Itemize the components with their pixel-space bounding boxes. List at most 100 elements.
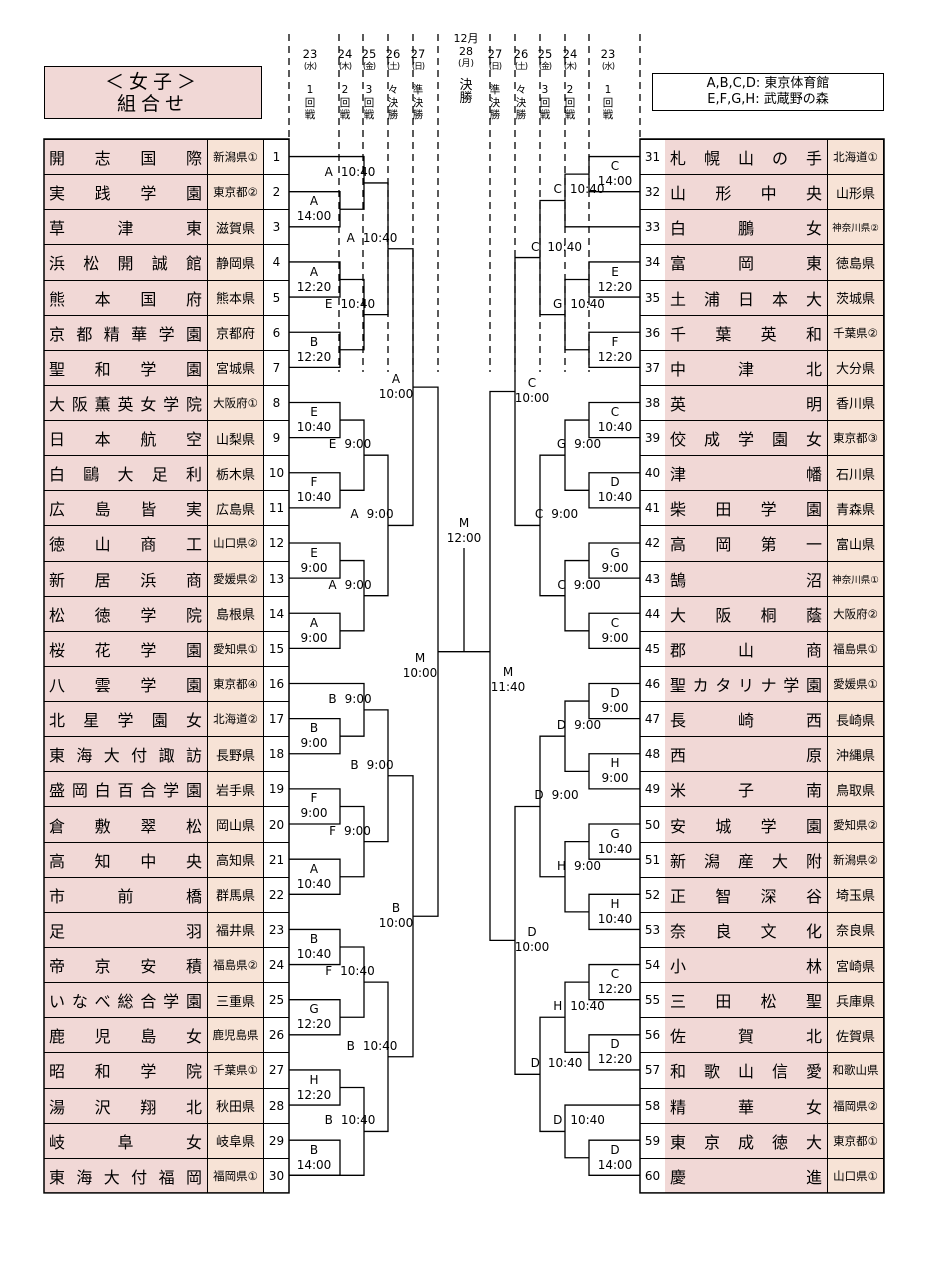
school-char: 島 bbox=[94, 500, 111, 520]
school-char: 佐 bbox=[670, 1027, 687, 1047]
right-header-round-char: 戦 bbox=[564, 109, 576, 121]
left-team-number: 12 bbox=[264, 525, 289, 561]
right-header-weekday-3: (木) bbox=[563, 62, 577, 72]
right-team-prefecture: 長崎県 bbox=[827, 701, 884, 737]
left-header-round-char: 勝 bbox=[387, 109, 399, 121]
school-char: 田 bbox=[715, 992, 732, 1012]
school-char: 浜 bbox=[49, 254, 66, 274]
match-time: 10:00 bbox=[378, 387, 414, 402]
left-team-number: 18 bbox=[264, 736, 289, 772]
left-header-weekday-0: (水) bbox=[303, 62, 317, 72]
left-team-prefecture: 三重県 bbox=[207, 982, 264, 1018]
school-char: 子 bbox=[737, 781, 754, 801]
right-team-prefecture: 沖縄県 bbox=[827, 736, 884, 772]
school-char: 松 bbox=[185, 816, 202, 836]
right-r1-bracket bbox=[588, 963, 640, 1001]
final-weekday: (月) bbox=[457, 59, 475, 69]
match-time: 12:20 bbox=[296, 1017, 332, 1032]
school-char: 園 bbox=[185, 324, 202, 344]
school-char: 学 bbox=[783, 676, 800, 695]
left-team-prefecture: 東京都④ bbox=[207, 665, 264, 702]
left-header-weekday-3: (土) bbox=[386, 62, 400, 72]
match-time: 10:40 bbox=[296, 420, 332, 435]
right-round-header-0: 27(日)準決勝 bbox=[480, 48, 510, 122]
school-char: 英 bbox=[117, 394, 134, 414]
left-team-number: 8 bbox=[264, 384, 289, 421]
right-header-round-char: 々 bbox=[515, 84, 527, 96]
match-court: E bbox=[310, 545, 318, 560]
match-court: H bbox=[553, 999, 563, 1014]
match-time: 10:40 bbox=[597, 490, 633, 505]
right-r1-bracket bbox=[588, 155, 640, 193]
left-header-round-char: 準 bbox=[412, 84, 424, 96]
right-team-number: 49 bbox=[640, 771, 665, 807]
match-court: M bbox=[414, 650, 426, 665]
right-team-number: 36 bbox=[640, 314, 665, 350]
left-r1-bracket bbox=[289, 999, 341, 1036]
match-time: 12:20 bbox=[597, 982, 633, 997]
right-r1-bracket bbox=[588, 893, 640, 931]
school-char: 阪 bbox=[715, 605, 732, 625]
school-char: 佼 bbox=[670, 430, 687, 450]
school-char: 浜 bbox=[140, 570, 157, 590]
left-team-number: 19 bbox=[264, 771, 289, 807]
right-r1-bracket bbox=[588, 472, 640, 509]
match-court: D bbox=[534, 788, 544, 803]
right-header-round-char: 回 bbox=[539, 96, 551, 109]
right-r2-bracket bbox=[564, 981, 589, 1054]
right-team-prefecture: 石川県 bbox=[827, 455, 884, 491]
right-team-number: 32 bbox=[640, 174, 665, 210]
left-team-prefecture: 福島県② bbox=[207, 946, 264, 983]
school-char: 中 bbox=[760, 184, 777, 204]
left-r2-bracket bbox=[289, 1086, 365, 1176]
school-char: 央 bbox=[185, 851, 202, 871]
right-team-school: 安城学園 bbox=[665, 806, 827, 842]
right-team-school: 西原 bbox=[665, 736, 827, 772]
match-court: D bbox=[527, 925, 537, 940]
school-char: 海 bbox=[76, 746, 93, 766]
school-char: い bbox=[49, 992, 66, 1012]
match-time: 9:00 bbox=[551, 507, 579, 522]
match-court: D bbox=[553, 1113, 563, 1128]
left-team-prefecture: 愛媛県② bbox=[207, 560, 264, 596]
left-team-number: 22 bbox=[264, 876, 289, 912]
school-char: 白 bbox=[94, 781, 111, 801]
final-header: 12月 28 (月) 決 勝 bbox=[448, 32, 484, 105]
right-header-round-0: 準決勝 bbox=[480, 84, 510, 122]
school-char: 産 bbox=[737, 851, 754, 871]
left-team-number: 28 bbox=[264, 1087, 289, 1123]
left-header-round-char: 2 bbox=[341, 84, 349, 96]
left-team-school: 岐阜女 bbox=[44, 1122, 207, 1158]
school-char: 札 bbox=[670, 149, 687, 169]
right-team-number: 55 bbox=[640, 982, 665, 1018]
school-char: 成 bbox=[737, 1132, 754, 1152]
school-char: 敷 bbox=[94, 816, 111, 836]
school-char: 星 bbox=[83, 711, 100, 731]
school-char: 居 bbox=[94, 570, 111, 590]
school-char: 院 bbox=[185, 1062, 202, 1082]
left-team-school: 実践学園 bbox=[44, 174, 207, 210]
school-char: 女 bbox=[140, 394, 157, 414]
right-team-table-border bbox=[639, 138, 885, 1194]
right-team-number: 52 bbox=[640, 876, 665, 912]
school-char: 北 bbox=[805, 1027, 822, 1047]
school-char: 園 bbox=[185, 640, 202, 660]
right-team-school: 東京成徳大 bbox=[665, 1122, 827, 1158]
left-team-prefecture: 高知県 bbox=[207, 841, 264, 877]
left-team-table-border bbox=[43, 138, 290, 1194]
left-team-prefecture: 栃木県 bbox=[207, 455, 264, 491]
right-header-round-char: 決 bbox=[515, 96, 527, 109]
left-team-prefecture: 福井県 bbox=[207, 911, 264, 947]
right-team-prefecture: 愛知県② bbox=[827, 806, 884, 842]
right-team-prefecture: 兵庫県 bbox=[827, 982, 884, 1018]
left-team-prefecture: 大阪府① bbox=[207, 384, 264, 421]
match-time: 11:40 bbox=[490, 679, 526, 694]
match-time: 10:00 bbox=[514, 940, 550, 955]
title-line2: 組合せ bbox=[116, 92, 189, 115]
